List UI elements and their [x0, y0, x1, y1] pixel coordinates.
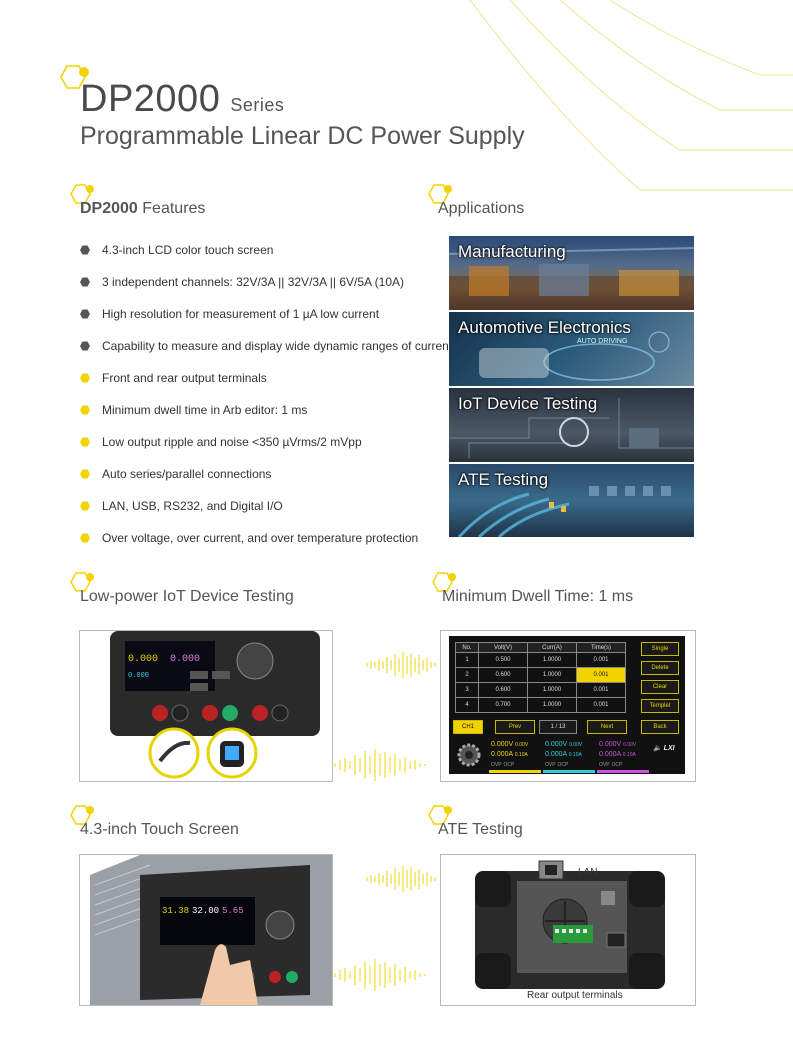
circuit-board-image: [449, 398, 694, 458]
lan-label: LAN: [578, 867, 598, 878]
svg-text:0.000: 0.000: [128, 672, 149, 680]
column-header: Time(s): [576, 642, 626, 653]
hexagon-bullet-icon: [80, 469, 90, 479]
touch-screen-image-frame: 31.38 32.00 5.65: [79, 854, 333, 1006]
feature-item: 3 independent channels: 32V/3A || 32V/3A…: [80, 272, 404, 292]
features-heading-bold: DP2000: [80, 200, 138, 217]
feature-item: Minimum dwell time in Arb editor: 1 ms: [80, 400, 307, 420]
application-label: IoT Device Testing: [458, 394, 598, 413]
hexagon-bullet-icon: [80, 373, 90, 383]
feature-item: Over voltage, over current, and over tem…: [80, 528, 418, 548]
application-label: Manufacturing: [458, 242, 566, 261]
table-header-row: No. Volt(V) Curr(A) Time(s): [455, 642, 626, 653]
network-cables-image: [457, 486, 671, 537]
hexagon-icon: [70, 805, 94, 825]
page-title: DP2000 Series: [80, 78, 284, 121]
dwell-heading: Minimum Dwell Time: 1 ms: [442, 588, 634, 605]
hexagon-bullet-icon: [80, 501, 90, 511]
svg-text:0.000: 0.000: [170, 654, 200, 665]
hexagon-icon: [428, 805, 452, 825]
lxi-logo: 🔈 LXI: [653, 745, 675, 752]
hexagon-icon: [432, 572, 456, 592]
feature-item: Low output ripple and noise <350 µVrms/2…: [80, 432, 362, 452]
hexagon-bullet-icon: [80, 437, 90, 447]
applications-heading: Applications: [438, 200, 525, 217]
feature-item: Auto series/parallel connections: [80, 464, 271, 484]
model-name: DP2000: [80, 78, 221, 120]
hexagon-bullet-icon: [80, 309, 90, 319]
hexagon-logo-icon: [60, 65, 89, 89]
channel-button[interactable]: CH1: [453, 720, 483, 734]
delete-button[interactable]: Delete: [641, 661, 679, 675]
wave-graphic: [366, 866, 436, 892]
feature-item: High resolution for measurement of 1 µA …: [80, 304, 379, 324]
series-label: Series: [230, 95, 285, 115]
feature-item: 4.3-inch LCD color touch screen: [80, 240, 273, 260]
column-header: Volt(V): [478, 642, 528, 653]
application-tile-automotive: AUTO DRIVING Automotive Electronics: [449, 312, 694, 388]
application-label: Automotive Electronics: [458, 318, 631, 337]
ate-image-frame: LAN Rear output terminals: [440, 854, 696, 1006]
feature-item: Capability to measure and display wide d…: [80, 336, 452, 356]
hexagon-icon: [70, 184, 94, 204]
hexagon-bullet-icon: [80, 405, 90, 415]
automotive-image: [479, 331, 670, 381]
column-header: No.: [455, 642, 479, 653]
hexagon-icon: [70, 572, 94, 592]
touch-screen-heading: 4.3-inch Touch Screen: [80, 821, 239, 838]
ate-heading: ATE Testing: [438, 821, 523, 838]
gear-icon[interactable]: [453, 740, 485, 770]
application-tile-manufacturing: Manufacturing: [449, 236, 694, 312]
decorative-lines: [469, 0, 793, 191]
clear-button[interactable]: Clear: [641, 680, 679, 694]
speaker-icon: 🔈: [653, 745, 662, 752]
power-supply-front-image: 0.000 0.000 0.000: [110, 631, 320, 779]
feature-item: LAN, USB, RS232, and Digital I/O: [80, 496, 283, 516]
svg-text:31.38: 31.38: [162, 906, 189, 916]
rear-panel-image: [475, 860, 665, 989]
channel-1-readout: 0.000V 0.00V 0.000A 0.10A OVP OCP: [489, 738, 541, 773]
svg-text:32.00: 32.00: [192, 906, 219, 916]
selected-cell: 0.001: [576, 667, 626, 683]
application-tile-iot: IoT Device Testing: [449, 388, 694, 464]
svg-text:5.65: 5.65: [222, 906, 244, 916]
hexagon-icon: [428, 184, 452, 204]
svg-text:0.000: 0.000: [128, 654, 158, 665]
hexagon-bullet-icon: [80, 533, 90, 543]
wave-graphic: [334, 749, 426, 781]
rear-terminals-label: Rear output terminals: [527, 990, 623, 1001]
single-button[interactable]: Single: [641, 642, 679, 656]
prev-button[interactable]: Prev: [495, 720, 535, 734]
features-heading: DP2000 Features: [80, 200, 205, 218]
wave-graphic: [334, 959, 426, 991]
auto-driving-badge: AUTO DRIVING: [577, 338, 628, 345]
hexagon-bullet-icon: [80, 341, 90, 351]
touch-screen-device-image: 31.38 32.00 5.65: [90, 855, 332, 1005]
application-tile-ate: ATE Testing: [449, 464, 694, 537]
wave-graphic: [366, 652, 436, 678]
application-label: ATE Testing: [458, 470, 549, 489]
page-indicator: 1 / 13: [539, 720, 577, 734]
features-heading-rest: Features: [137, 200, 206, 217]
column-header: Curr(A): [527, 642, 577, 653]
next-button[interactable]: Next: [587, 720, 627, 734]
back-button[interactable]: Back: [641, 720, 679, 734]
templet-button[interactable]: Templet: [641, 699, 679, 713]
channel-2-readout: 0.000V 0.00V 0.000A 0.10A OVP OCP: [543, 738, 595, 773]
page-subtitle: Programmable Linear DC Power Supply: [80, 122, 525, 150]
iot-heading: Low-power IoT Device Testing: [80, 588, 294, 605]
hexagon-bullet-icon: [80, 277, 90, 287]
channel-3-readout: 0.000V 0.00V 0.000A 0.10A OVP OCP: [597, 738, 649, 773]
iot-image-frame: 0.000 0.000 0.000: [79, 630, 333, 782]
factory-image: [449, 247, 694, 310]
hexagon-bullet-icon: [80, 245, 90, 255]
feature-item: Front and rear output terminals: [80, 368, 267, 388]
